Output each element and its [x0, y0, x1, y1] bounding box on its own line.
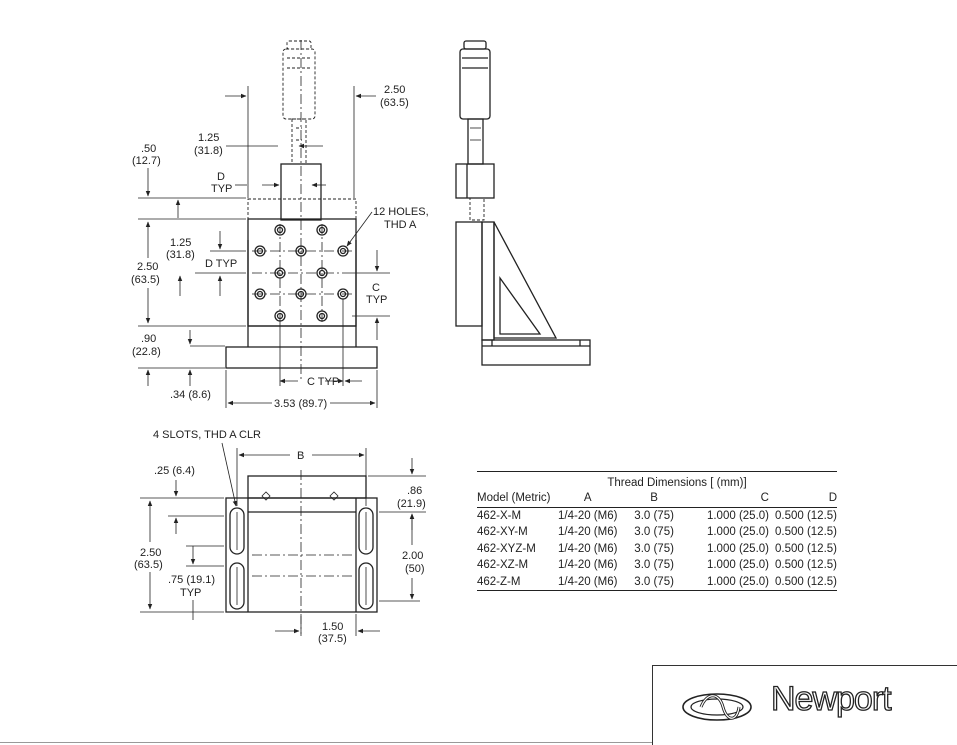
dim-200-mm: (50) [405, 563, 425, 575]
table-row: 462-XYZ-M 1/4-20 (M6) 3.0 (75) 1.000 (25… [477, 541, 837, 558]
cell-c: 1.000 (25.0) [706, 526, 769, 538]
dim-top-width-mm: (63.5) [380, 97, 409, 109]
cell-c: 1.000 (25.0) [706, 542, 769, 555]
cell-model: 462-XY-M [477, 526, 528, 538]
table-header-row: Model (Metric) A B C D [477, 490, 837, 507]
dim-150-mm: (37.5) [318, 633, 347, 645]
holes-note-line1: 12 HOLES, [373, 206, 429, 218]
dim-353: 3.53 (89.7) [274, 398, 327, 410]
dim-125-upper-mm: (31.8) [194, 145, 223, 157]
newport-logo: Newport [652, 665, 957, 745]
dim-25: .25 (6.4) [154, 465, 195, 477]
cell-model: 462-XZ-M [477, 559, 529, 571]
dim-c-typ-bottom: C TYP [307, 376, 339, 388]
dim-250-plan-mm: (63.5) [134, 559, 163, 571]
dim-125-lower: 1.25 [170, 237, 191, 249]
table-row: 462-XY-M 1/4-20 (M6) 3.0 (75) 1.000 (25.… [477, 524, 837, 541]
newport-wordmark: Newport [770, 679, 892, 718]
cell-d: 0.500 (12.5) [774, 509, 837, 522]
cell-c: 1.000 (25.0) [706, 509, 769, 522]
newport-swirl-logo-icon [682, 693, 752, 721]
front-holes [254, 224, 349, 322]
dim-200: 2.00 [402, 550, 423, 562]
cell-model: 462-X-M [477, 509, 522, 522]
front-micrometer [282, 40, 316, 165]
col-header-a: A [583, 492, 592, 504]
table-row: 462-X-M 1/4-20 (M6) 3.0 (75) 1.000 (25.0… [477, 507, 837, 524]
thread-dimensions-table: Thread Dimensions [ (mm)] Model (Metric)… [477, 471, 837, 591]
front-top-plate-hidden [247, 198, 357, 220]
cell-a: 1/4-20 (M6) [558, 526, 618, 538]
cell-a: 1/4-20 (M6) [558, 509, 618, 522]
dim-125-lower-mm: (31.8) [166, 249, 195, 261]
cell-b: 3.0 (75) [634, 526, 674, 538]
cell-d: 0.500 (12.5) [774, 575, 837, 588]
dim-250-height-mm: (63.5) [131, 274, 160, 286]
cell-b: 3.0 (75) [634, 575, 674, 588]
cell-d: 0.500 (12.5) [774, 559, 837, 571]
bottom-rule [0, 742, 652, 743]
front-carriage [247, 218, 357, 327]
thread-table-title: Thread Dimensions [ (mm)] [607, 477, 747, 489]
dim-c-typ: TYP [366, 294, 387, 306]
dim-75: .75 (19.1) [168, 574, 215, 586]
plan-view: 4 SLOTS, THD A CLR B .25 (6.4) .86 (21.9… [134, 429, 426, 645]
cell-d: 0.500 (12.5) [774, 526, 837, 538]
dim-d: D [217, 171, 225, 183]
cell-b: 3.0 (75) [634, 509, 674, 522]
dim-90: .90 [141, 333, 156, 345]
col-header-model: Model (Metric) [477, 492, 551, 504]
side-view [455, 40, 591, 366]
front-view: 2.50 (63.5) 1.25 (31.8) .50 (12.7) D TYP… [131, 40, 429, 410]
dim-75-typ: TYP [180, 587, 201, 599]
dim-c: C [372, 282, 380, 294]
table-row: 462-XZ-M 1/4-20 (M6) 3.0 (75) 1.000 (25.… [477, 557, 837, 574]
cell-c: 1.000 (25.0) [706, 559, 769, 571]
cell-b: 3.0 (75) [634, 542, 674, 555]
dim-86-mm: (21.9) [397, 498, 426, 510]
plan-slots [229, 507, 374, 610]
dim-250-plan: 2.50 [140, 547, 161, 559]
cell-c: 1.000 (25.0) [706, 575, 769, 588]
col-header-b: B [650, 492, 658, 504]
cell-a: 1/4-20 (M6) [558, 559, 618, 571]
cell-a: 1/4-20 (M6) [558, 575, 618, 588]
dim-150: 1.50 [322, 621, 343, 633]
dim-125-upper: 1.25 [198, 132, 219, 144]
dim-top-width: 2.50 [384, 84, 405, 96]
table-row: 462-Z-M 1/4-20 (M6) 3.0 (75) 1.000 (25.0… [477, 574, 837, 591]
dim-d-typ-lower: D TYP [205, 258, 237, 270]
col-header-c: C [760, 492, 769, 504]
cell-a: 1/4-20 (M6) [558, 542, 618, 555]
dim-50: .50 [141, 143, 156, 155]
dim-b: B [297, 450, 304, 462]
dim-86: .86 [407, 485, 422, 497]
col-header-d: D [828, 492, 837, 504]
dim-34: .34 (8.6) [170, 389, 211, 401]
cell-d: 0.500 (12.5) [774, 542, 837, 555]
dim-90-mm: (22.8) [132, 346, 161, 358]
cell-model: 462-Z-M [477, 575, 521, 588]
holes-note-line2: THD A [384, 219, 417, 231]
dim-50-mm: (12.7) [132, 155, 161, 167]
slots-note: 4 SLOTS, THD A CLR [153, 429, 261, 441]
front-base [225, 346, 378, 369]
cell-b: 3.0 (75) [634, 559, 674, 571]
dim-250-height: 2.50 [137, 261, 158, 273]
cell-model: 462-XYZ-M [477, 542, 536, 555]
dim-d-typ: TYP [211, 183, 232, 195]
